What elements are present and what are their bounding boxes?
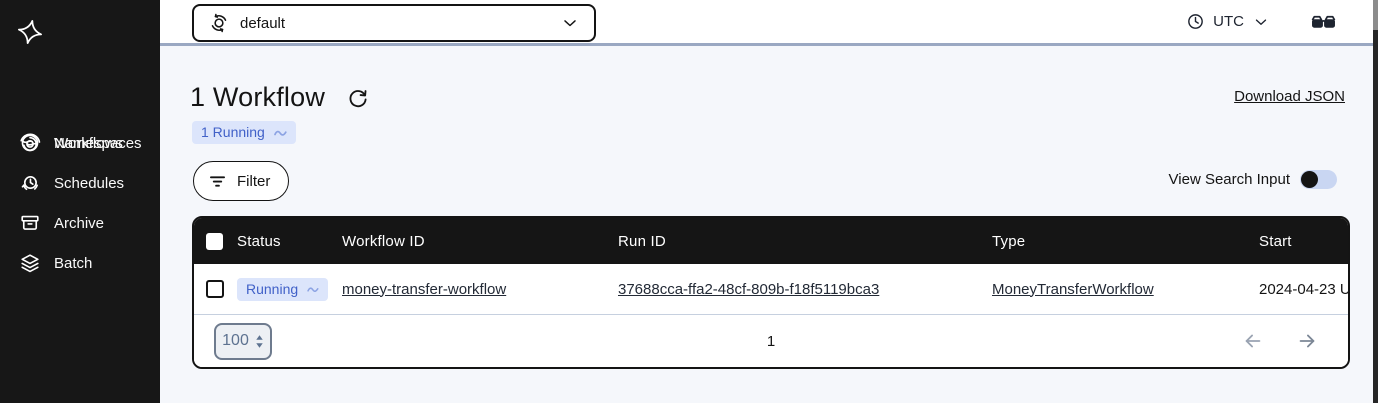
status-badge: Running — [237, 277, 329, 301]
toggle-knob — [1301, 171, 1318, 188]
status-badge-label: Running — [246, 280, 299, 297]
page-number: 1 — [766, 332, 776, 350]
page-size-select[interactable]: 100 — [214, 322, 272, 360]
table-row[interactable]: Running money-transfer-workflow 37688cca… — [194, 264, 1348, 314]
running-count-badge[interactable]: 1 Running — [192, 121, 296, 144]
namespace-select[interactable]: default — [192, 4, 596, 42]
sidebar-item-label: Schedules — [54, 174, 125, 192]
sidebar-item-label: Batch — [54, 254, 93, 272]
view-search-input-label: View Search Input — [1168, 171, 1290, 188]
next-page-arrow-icon[interactable] — [1296, 330, 1318, 352]
sidebar-item-label: Namespaces — [54, 134, 142, 152]
workflow-id-link[interactable]: money-transfer-workflow — [342, 280, 507, 298]
sidebar-item-label: Archive — [54, 214, 105, 232]
refresh-icon[interactable] — [347, 87, 369, 109]
page-size-value: 100 — [222, 332, 249, 349]
table-footer: 100 1 — [194, 314, 1348, 367]
column-header-workflow-id[interactable]: Workflow ID — [342, 232, 425, 250]
workflows-table: Status Workflow ID Run ID Type Start Run… — [192, 216, 1350, 369]
namespace-orbit-icon — [208, 12, 230, 34]
view-search-input-toggle[interactable] — [1300, 170, 1337, 189]
chevron-down-icon — [1252, 13, 1270, 31]
table-header-row: Status Workflow ID Run ID Type Start — [194, 218, 1348, 264]
sidebar: Workflows Schedules — [0, 0, 160, 403]
filter-button-label: Filter — [237, 172, 271, 190]
topbar: default UTC — [160, 0, 1373, 46]
page-title: 1 Workflow — [190, 82, 326, 112]
schedules-icon — [18, 171, 42, 195]
clock-icon — [1186, 12, 1205, 31]
start-time-value: 2024-04-23 U — [1259, 280, 1348, 298]
glasses-theme-icon[interactable] — [1309, 8, 1337, 36]
temporal-logo-icon[interactable] — [16, 18, 44, 46]
sidebar-item-archive[interactable]: Archive — [0, 203, 160, 243]
run-id-link[interactable]: 37688cca-ffa2-48cf-809b-f18f5119bca3 — [618, 280, 880, 298]
row-checkbox[interactable] — [206, 280, 224, 298]
download-json-link[interactable]: Download JSON — [1234, 88, 1345, 105]
namespaces-icon — [18, 131, 42, 155]
sidebar-item-schedules[interactable]: Schedules — [0, 163, 160, 203]
namespace-select-value: default — [240, 14, 286, 32]
filter-icon — [208, 174, 227, 189]
pulse-icon — [273, 128, 287, 138]
filter-button[interactable]: Filter — [193, 161, 290, 201]
pulse-icon — [307, 285, 319, 294]
chevron-down-icon — [560, 13, 580, 33]
sidebar-item-label: Workflows — [54, 134, 123, 152]
sidebar-item-namespaces[interactable]: Namespaces — [0, 123, 160, 163]
column-header-run-id[interactable]: Run ID — [618, 232, 666, 250]
running-count-label: 1 Running — [201, 124, 265, 140]
batch-icon — [18, 251, 42, 275]
sidebar-item-batch[interactable]: Batch — [0, 243, 160, 283]
select-all-checkbox[interactable] — [206, 232, 223, 250]
workflow-type-link[interactable]: MoneyTransferWorkflow — [992, 280, 1154, 298]
timezone-value: UTC — [1213, 13, 1244, 30]
previous-page-arrow-icon[interactable] — [1242, 330, 1264, 352]
column-header-start[interactable]: Start — [1259, 232, 1292, 250]
timezone-select[interactable]: UTC — [1186, 0, 1270, 43]
column-header-status[interactable]: Status — [237, 232, 281, 250]
screen-edge-strip — [1373, 0, 1378, 403]
column-header-type[interactable]: Type — [992, 232, 1026, 250]
main-content: 1 Workflow 1 Running Download JSON Filte… — [160, 49, 1373, 403]
spinner-arrows-icon — [255, 334, 264, 349]
archive-icon — [18, 211, 42, 235]
